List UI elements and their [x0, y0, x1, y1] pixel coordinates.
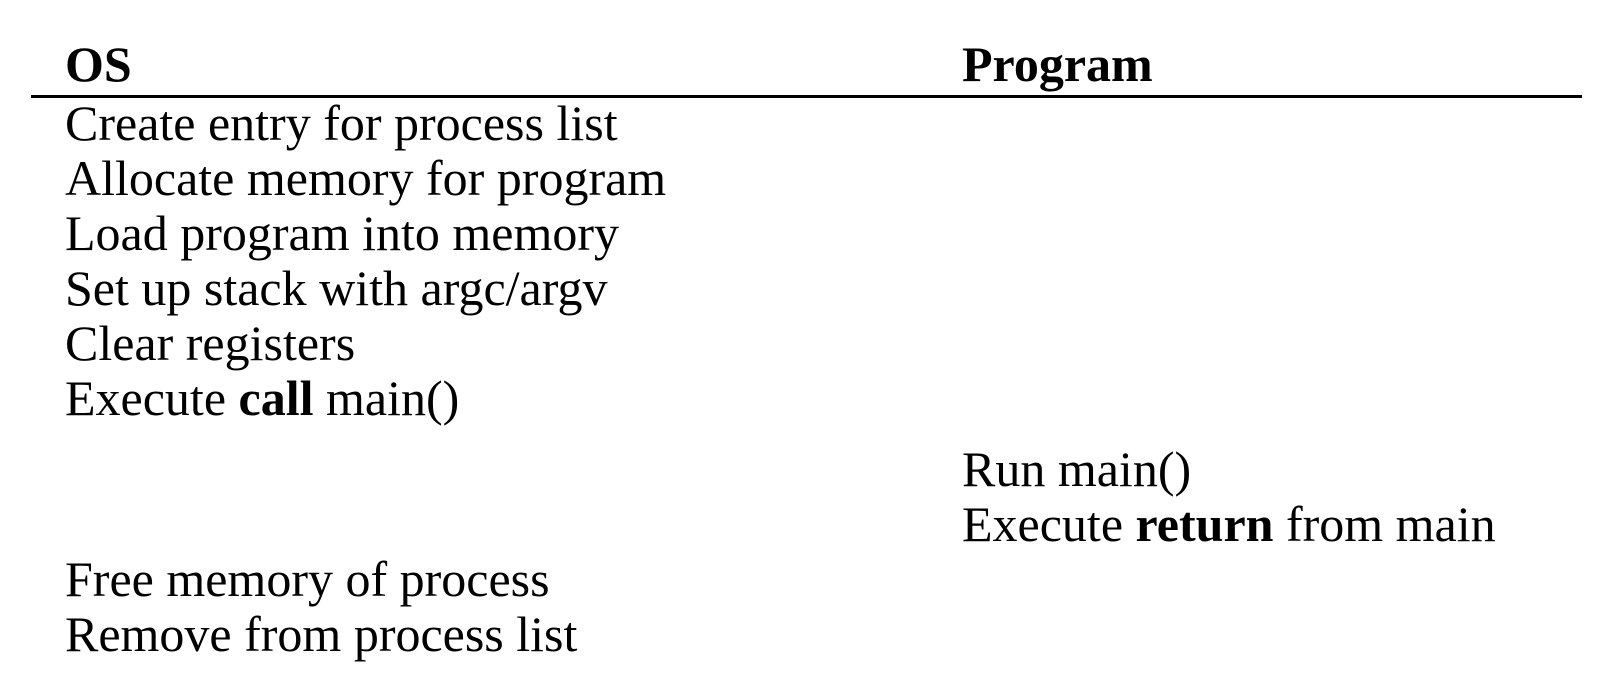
os-cell: Free memory of process — [65, 552, 962, 607]
column-header-label: Program — [962, 36, 1153, 92]
table-row: Free memory of process — [65, 552, 1620, 607]
keyword-bold: return — [1135, 496, 1274, 552]
program-cell — [962, 607, 1620, 662]
program-cell — [962, 96, 1620, 151]
os-cell: Remove from process list — [65, 607, 962, 662]
os-cell: Load program into memory — [65, 206, 962, 261]
program-cell — [962, 206, 1620, 261]
os-cell — [65, 442, 962, 497]
table-row: Set up stack with argc/argv — [65, 261, 1620, 316]
program-cell — [962, 371, 1620, 426]
os-cell: Allocate memory for program — [65, 151, 962, 206]
text-segment: Load program into memory — [65, 205, 620, 261]
text-segment: Clear registers — [65, 315, 356, 371]
program-cell: Execute return from main — [962, 497, 1620, 552]
column-header-os: OS — [65, 39, 962, 96]
column-header-program: Program — [962, 39, 1620, 96]
text-segment: Remove from process list — [65, 606, 578, 662]
table: OS Program Create entry for process list… — [65, 39, 1620, 662]
text-segment: Run main() — [962, 441, 1192, 497]
table-row: Allocate memory for program — [65, 151, 1620, 206]
text-segment: Allocate memory for program — [65, 150, 667, 206]
text-segment: Set up stack with argc/argv — [65, 260, 608, 316]
program-cell — [962, 316, 1620, 371]
row-gap — [65, 426, 1620, 442]
text-segment: Execute — [65, 370, 239, 426]
text-segment: Execute — [962, 496, 1136, 552]
program-cell — [962, 552, 1620, 607]
header-divider-rule — [31, 95, 1582, 98]
program-cell — [962, 261, 1620, 316]
table-row: Clear registers — [65, 316, 1620, 371]
os-cell: Execute call main() — [65, 371, 962, 426]
program-cell — [962, 151, 1620, 206]
table-row: Run main() — [65, 442, 1620, 497]
keyword-bold: call — [238, 370, 314, 426]
column-header-label: OS — [65, 36, 132, 92]
text-segment: main() — [313, 370, 460, 426]
table-row: Execute call main() — [65, 371, 1620, 426]
program-cell: Run main() — [962, 442, 1620, 497]
text-segment: Create entry for process list — [65, 95, 618, 151]
table-row: Remove from process list — [65, 607, 1620, 662]
table-row: Execute return from main — [65, 497, 1620, 552]
text-segment: from main — [1273, 496, 1496, 552]
os-cell: Set up stack with argc/argv — [65, 261, 962, 316]
table-row: Load program into memory — [65, 206, 1620, 261]
os-cell: Clear registers — [65, 316, 962, 371]
os-cell: Create entry for process list — [65, 96, 962, 151]
text-segment: Free memory of process — [65, 551, 550, 607]
table-row: Create entry for process list — [65, 96, 1620, 151]
os-cell — [65, 497, 962, 552]
table-header-row: OS Program — [65, 39, 1620, 96]
